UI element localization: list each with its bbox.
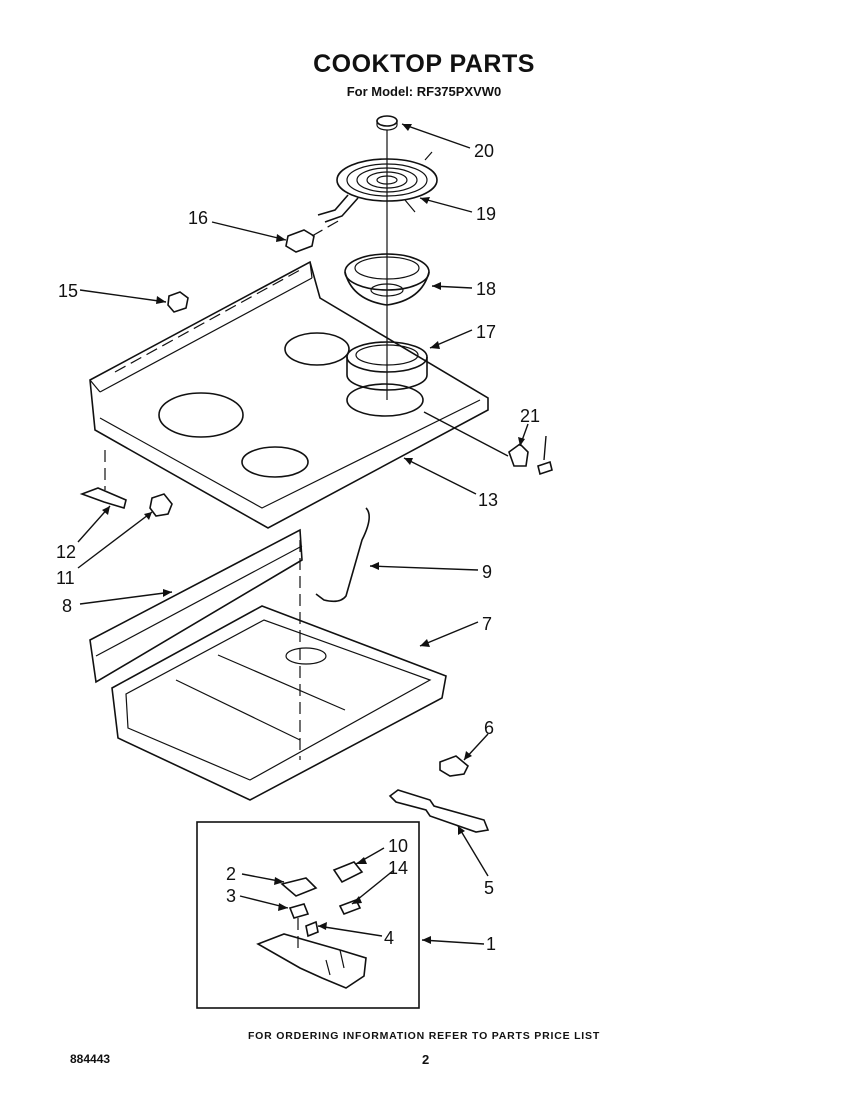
part-21-bracket (508, 442, 553, 476)
model-line: For Model: RF375PXVW0 (346, 84, 502, 99)
part-16-terminal-block (285, 219, 341, 253)
callout-1: 1 (486, 934, 496, 954)
page-title: COOKTOP PARTS (313, 50, 535, 78)
callout-14: 14 (388, 858, 408, 878)
document-number: 884443 (70, 1052, 111, 1066)
callout-7: 7 (482, 614, 492, 634)
callout-2: 2 (226, 864, 236, 884)
part-17-trim-ring (346, 341, 428, 391)
callout-21: 21 (520, 406, 540, 426)
part-7-liner-pan (111, 540, 447, 801)
part-11-spacer (149, 493, 173, 517)
callout-16: 16 (188, 208, 208, 228)
callout-3: 3 (226, 886, 236, 906)
ordering-note: FOR ORDERING INFORMATION REFER TO PARTS … (247, 1030, 601, 1042)
callout-12: 12 (56, 542, 76, 562)
callout-20: 20 (474, 141, 494, 161)
part-20-cap (376, 115, 398, 131)
part-15-clip (167, 291, 189, 313)
callout-18: 18 (476, 279, 496, 299)
part-5-strap (388, 789, 490, 833)
switch-inset-box (196, 821, 420, 1009)
part-6-clip (439, 755, 469, 777)
callout-11: 11 (56, 568, 75, 588)
part-8-rear-panel (89, 528, 303, 684)
leader-lines (77, 123, 547, 945)
page-number: 2 (422, 1052, 430, 1067)
part-19-surface-element (317, 151, 438, 223)
arrowheads (102, 124, 525, 944)
callout-4: 4 (384, 928, 394, 948)
callout-9: 9 (482, 562, 492, 582)
part-13-cooktop (89, 260, 489, 529)
callout-8: 8 (62, 596, 72, 616)
callout-17: 17 (476, 322, 496, 342)
callout-19: 19 (476, 204, 496, 224)
callout-13: 13 (478, 490, 498, 510)
callout-5: 5 (484, 878, 494, 898)
part-12-bracket (79, 450, 127, 510)
part-18-drip-bowl (344, 253, 430, 306)
callout-6: 6 (484, 718, 494, 738)
part-9-rod (315, 507, 370, 603)
callout-10: 10 (388, 836, 408, 856)
callout-15: 15 (58, 281, 78, 301)
